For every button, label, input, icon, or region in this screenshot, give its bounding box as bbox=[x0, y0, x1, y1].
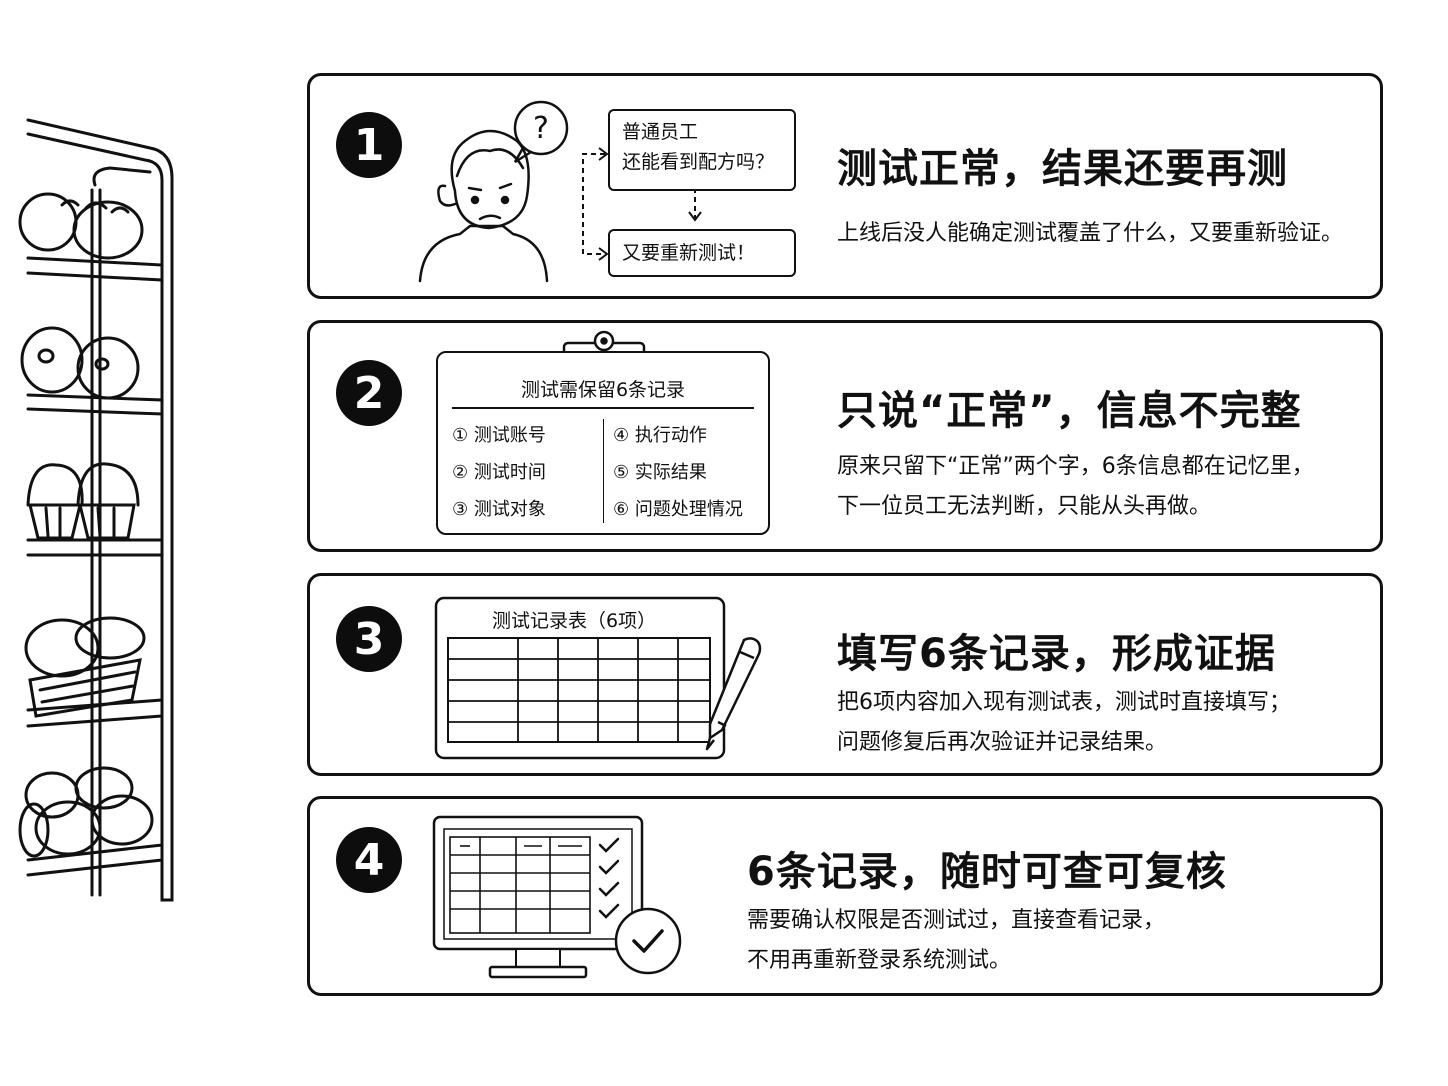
step-title-1: 测试正常，结果还要再测 bbox=[837, 146, 1288, 192]
step-number-2: 2 bbox=[336, 360, 402, 426]
clipboard-title: 测试需保留6条记录 bbox=[520, 379, 686, 401]
bubble-line-2: 还能看到配方吗？ bbox=[622, 151, 775, 173]
step-card-2: 2 测试需保留6条记录 ① 测试账号 ② 测试时间 ③ 测试对象 ④ 执行动作 … bbox=[307, 320, 1383, 552]
step-number-4: 4 bbox=[336, 827, 402, 893]
step-desc-2: 原来只留下“正常”两个字，6条信息都在记忆里， 下一位员工无法判断，只能从头再做… bbox=[837, 447, 1314, 527]
step-desc-1: 上线后没人能确定测试覆盖了什么，又要重新验证。 bbox=[837, 214, 1343, 254]
desc-line: 问题修复后再次验证并记录结果。 bbox=[837, 730, 1168, 755]
bubble-retest: 又要重新测试！ bbox=[608, 229, 796, 277]
step-card-3: 3 测试记录表（6项） 填写6条记录，形成证据 把6项内容加入现有测试表，测试时… bbox=[307, 573, 1383, 776]
bakery-shelf-icon bbox=[18, 118, 174, 902]
desc-line: 把6项内容加入现有测试表，测试时直接填写； bbox=[837, 690, 1291, 715]
record-item-1: ① 测试账号 bbox=[452, 425, 546, 446]
step-title-3: 填写6条记录，形成证据 bbox=[837, 631, 1276, 677]
step-title-4: 6条记录，随时可查可复核 bbox=[747, 849, 1227, 895]
step-card-1: 1 ? 普通员工 还能看到配方吗？ 又要重新测试！ bbox=[307, 73, 1383, 299]
monitor-icon bbox=[432, 815, 682, 979]
step-desc-4: 需要确认权限是否测试过，直接查看记录， 不用再重新登录系统测试。 bbox=[747, 901, 1165, 981]
bubble-line-1: 普通员工 bbox=[622, 121, 699, 143]
confused-person-icon: ? bbox=[418, 100, 569, 283]
record-item-2: ② 测试时间 bbox=[452, 462, 546, 483]
step-number-1: 1 bbox=[336, 112, 402, 178]
clipboard-rule bbox=[452, 407, 754, 409]
checkmark-icon bbox=[614, 907, 682, 975]
record-item-4: ④ 执行动作 bbox=[613, 425, 707, 446]
bubble-retest-text: 又要重新测试！ bbox=[622, 242, 756, 264]
step-desc-3: 把6项内容加入现有测试表，测试时直接填写； 问题修复后再次验证并记录结果。 bbox=[837, 683, 1291, 763]
desc-line: 下一位员工无法判断，只能从头再做。 bbox=[837, 494, 1212, 519]
question-mark: ? bbox=[533, 111, 549, 146]
clipboard-panel: 测试需保留6条记录 ① 测试账号 ② 测试时间 ③ 测试对象 ④ 执行动作 ⑤ … bbox=[436, 351, 770, 535]
desc-line: 不用再重新登录系统测试。 bbox=[747, 948, 1012, 973]
step-number-3: 3 bbox=[336, 606, 402, 672]
record-item-5: ⑤ 实际结果 bbox=[613, 462, 707, 483]
step-card-4: 4 6条记录，随时可查可复核 bbox=[307, 796, 1383, 996]
spreadsheet-icon bbox=[434, 596, 726, 760]
pen-icon bbox=[705, 637, 762, 751]
desc-line: 需要确认权限是否测试过，直接查看记录， bbox=[747, 908, 1166, 933]
step-title-2: 只说“正常”，信息不完整 bbox=[837, 388, 1302, 434]
desc-line: 原来只留下“正常”两个字，6条信息都在记忆里， bbox=[837, 454, 1314, 479]
sheet-title: 测试记录表（6项） bbox=[492, 610, 657, 632]
record-item-6: ⑥ 问题处理情况 bbox=[613, 499, 743, 520]
flow-arrows bbox=[582, 147, 702, 261]
record-item-3: ③ 测试对象 bbox=[452, 499, 546, 520]
clipboard-divider bbox=[603, 419, 604, 523]
desc-line: 上线后没人能确定测试覆盖了什么，又要重新验证。 bbox=[837, 221, 1344, 246]
bubble-question: 普通员工 还能看到配方吗？ bbox=[608, 109, 796, 191]
